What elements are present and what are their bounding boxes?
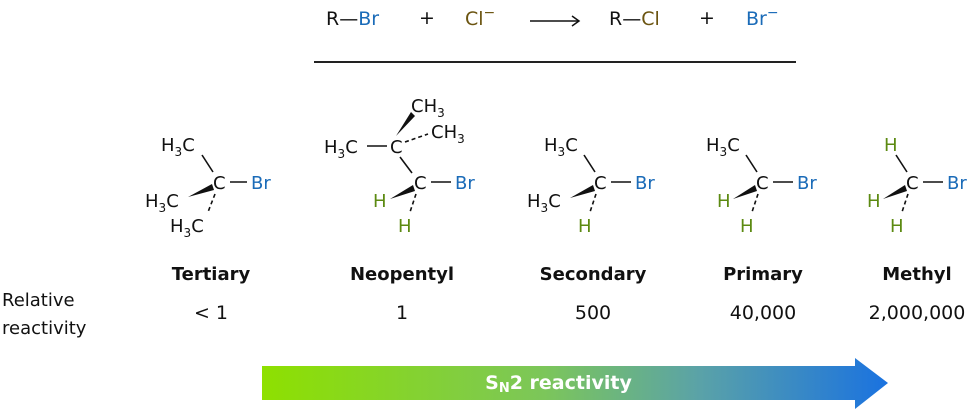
leaving-group-bromide: Br− (746, 5, 779, 30)
label-primary: Primary (723, 264, 803, 285)
bond-dash: — (622, 8, 642, 30)
molecule-tertiary-butyl-bromide: H3C H3C H3C C Br (145, 135, 271, 240)
svg-text:H: H (740, 216, 754, 237)
reaction-arrow-icon (530, 13, 582, 32)
leaving-group-symbol: Br (746, 8, 767, 30)
product-cl: Cl (641, 8, 660, 30)
svg-text:C: C (390, 137, 403, 158)
product-alkyl-chloride: R—Cl (609, 8, 660, 30)
value-neopentyl: 1 (395, 302, 409, 324)
svg-text:H3C: H3C (527, 191, 561, 215)
value-primary: 40,000 (729, 302, 797, 324)
plus-sign-2: + (699, 7, 715, 29)
svg-text:H3C: H3C (145, 191, 179, 215)
molecule-structures: .a { font-size: 18px; fill: #111; } .b {… (145, 96, 967, 240)
molecule-primary-bromide: H3C C Br H H (706, 135, 817, 237)
svg-text:H3C: H3C (706, 135, 740, 159)
svg-text:H: H (398, 216, 412, 237)
product-r: R (609, 8, 623, 30)
reactant-br: Br (358, 8, 380, 30)
nucleophile-chloride: Cl− (465, 5, 496, 30)
row-label-line1: Relative (2, 290, 75, 311)
svg-text:H: H (578, 216, 592, 237)
svg-text:C: C (906, 173, 919, 194)
label-tertiary: Tertiary (171, 264, 251, 285)
svg-text:H3C: H3C (324, 137, 358, 161)
sn2-trend-arrow-icon (262, 358, 888, 409)
svg-text:H: H (373, 191, 387, 212)
svg-text:C: C (756, 173, 769, 194)
label-rest: 2 reactivity (509, 372, 632, 394)
value-tertiary: < 1 (193, 302, 229, 324)
reaction-equation: R—Br (326, 8, 379, 30)
svg-text:CH3: CH3 (411, 96, 445, 120)
svg-text:C: C (594, 173, 607, 194)
svg-text:H3C: H3C (161, 135, 195, 159)
value-methyl: 2,000,000 (868, 302, 966, 324)
reactant-r: R (326, 8, 340, 30)
svg-text:H3C: H3C (170, 216, 204, 240)
bond-dash: — (339, 8, 359, 30)
svg-text:C: C (213, 173, 226, 194)
leaving-group-charge: − (766, 5, 779, 21)
nucleophile-charge: − (483, 5, 496, 21)
value-secondary: 500 (574, 302, 612, 324)
label-methyl: Methyl (882, 264, 952, 285)
svg-text:Br: Br (635, 173, 655, 194)
molecule-secondary-bromide: H3C H3C C Br H (527, 135, 655, 237)
svg-text:H: H (717, 191, 731, 212)
svg-text:C: C (414, 173, 427, 194)
svg-text:CH3: CH3 (431, 122, 465, 146)
svg-text:Br: Br (251, 173, 271, 194)
svg-text:Br: Br (797, 173, 817, 194)
nucleophile-symbol: Cl (465, 8, 484, 30)
molecule-methyl-bromide: H C Br H H (867, 135, 967, 237)
relative-reactivity-label: Relative reactivity (2, 287, 86, 343)
svg-text:H: H (890, 216, 904, 237)
label-neopentyl: Neopentyl (349, 264, 455, 285)
label-s: S (485, 372, 499, 394)
svg-text:H: H (884, 135, 898, 156)
plus-sign-1: + (419, 7, 435, 29)
sn2-reactivity-label: SN2 reactivity (262, 366, 855, 400)
divider-line (314, 61, 796, 63)
svg-text:H: H (867, 191, 881, 212)
svg-text:H3C: H3C (544, 135, 578, 159)
molecule-neopentyl-bromide: CH3 CH3 H3C C C Br H H (324, 96, 475, 237)
svg-text:Br: Br (455, 173, 475, 194)
label-n-subscript: N (498, 381, 510, 396)
svg-text:Br: Br (947, 173, 967, 194)
label-secondary: Secondary (539, 264, 647, 285)
row-label-line2: reactivity (2, 318, 87, 339)
